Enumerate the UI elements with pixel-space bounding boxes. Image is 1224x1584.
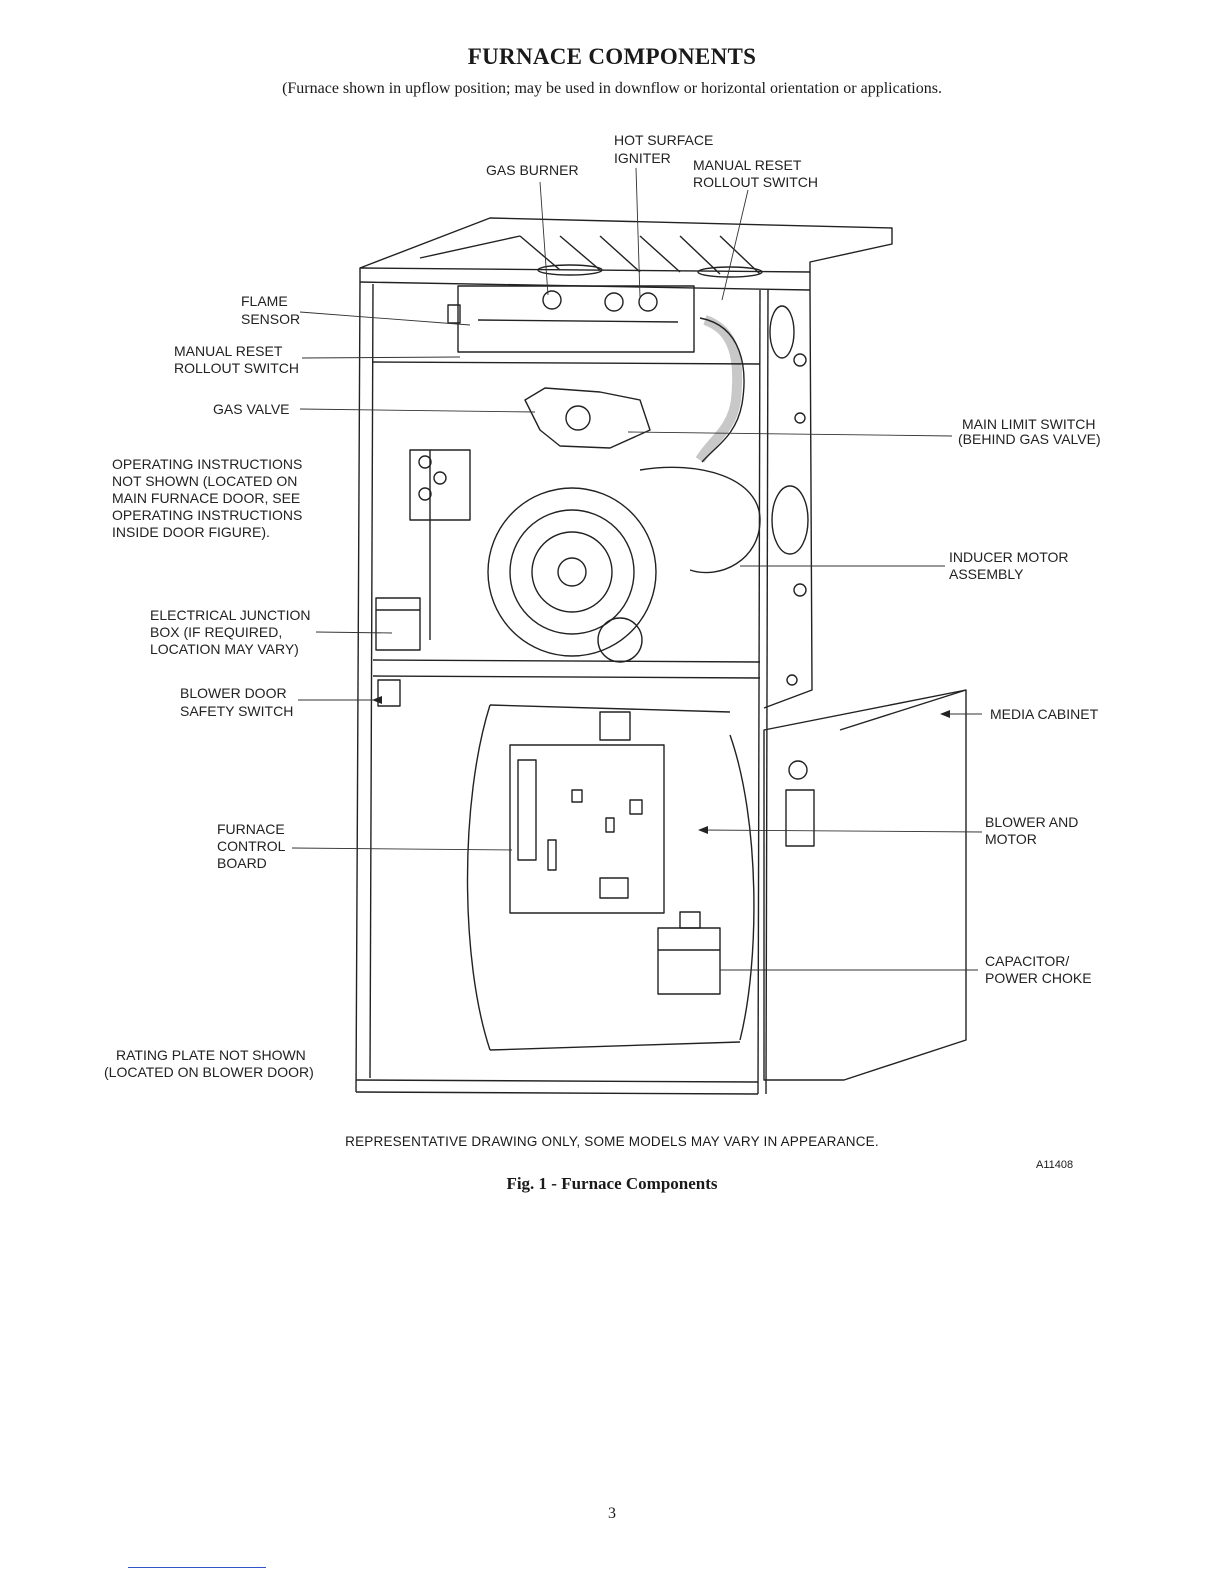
label-blower-door-safety-switch: BLOWER DOOR SAFETY SWITCH (180, 685, 293, 719)
figure-caption: Fig. 1 - Furnace Components (506, 1174, 718, 1193)
drawing-disclaimer: REPRESENTATIVE DRAWING ONLY, SOME MODELS… (345, 1134, 879, 1149)
label-blower-and-motor: BLOWER AND MOTOR (985, 814, 1082, 847)
burner-box (457, 285, 695, 353)
leader-arrowheads (372, 696, 950, 834)
label-manual-reset-rollout-top: MANUAL RESET ROLLOUT SWITCH (693, 157, 818, 190)
top-panel (359, 217, 893, 273)
furnace-illustration (355, 217, 967, 1095)
label-media-cabinet: MEDIA CABINET (990, 706, 1099, 722)
label-gas-burner: GAS BURNER (486, 162, 579, 178)
page-number: 3 (608, 1505, 616, 1522)
leader-lines (291, 167, 983, 971)
control-board (509, 744, 665, 914)
label-manual-reset-rollout-left: MANUAL RESET ROLLOUT SWITCH (174, 343, 299, 376)
page-subtitle: (Furnace shown in upflow position; may b… (282, 80, 942, 97)
media-cabinet-shape (763, 689, 967, 1081)
label-flame-sensor: FLAME SENSOR (241, 293, 300, 327)
label-gas-valve: GAS VALVE (213, 401, 290, 417)
cabinet-left-front (355, 281, 361, 1093)
page-title: FURNACE COMPONENTS (467, 44, 757, 69)
label-inducer-motor-assembly: INDUCER MOTOR ASSEMBLY (949, 549, 1072, 582)
gas-valve-shape (524, 387, 651, 449)
capacitor-choke (657, 927, 721, 995)
blower-wheel (466, 704, 491, 1051)
junction-box (375, 597, 421, 651)
label-furnace-control-board: FURNACE CONTROL BOARD (217, 821, 289, 871)
label-main-limit-switch: MAIN LIMIT SWITCH (BEHIND GAS VALVE) (958, 416, 1101, 447)
label-capacitor-power-choke: CAPACITOR/ POWER CHOKE (985, 953, 1092, 986)
label-electrical-junction-box: ELECTRICAL JUNCTION BOX (IF REQUIRED, LO… (150, 607, 314, 657)
label-operating-instructions: OPERATING INSTRUCTIONS NOT SHOWN (LOCATE… (112, 456, 306, 540)
footnote-rule (128, 1567, 266, 1568)
label-hot-surface-igniter: HOT SURFACE IGNITER (614, 132, 717, 166)
cabinet-right-front (757, 289, 761, 1095)
figure-code: A11408 (1036, 1159, 1074, 1171)
inducer-housing (487, 487, 657, 657)
label-rating-plate: RATING PLATE NOT SHOWN (LOCATED ON BLOWE… (104, 1047, 314, 1080)
